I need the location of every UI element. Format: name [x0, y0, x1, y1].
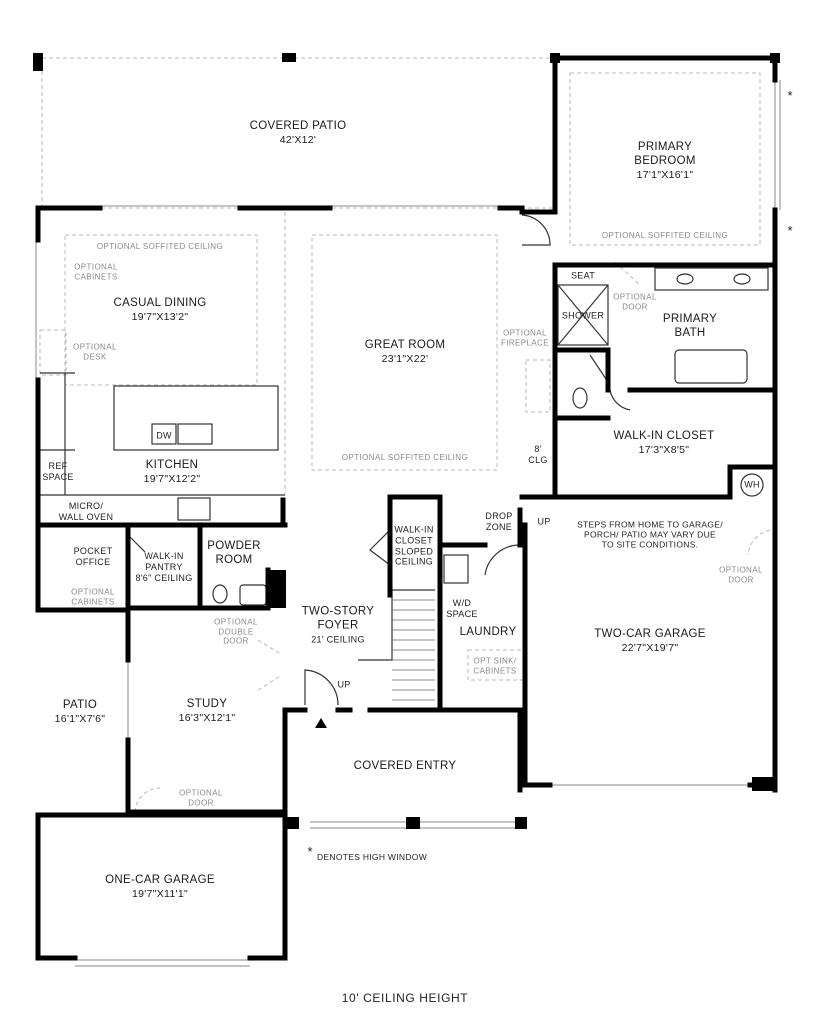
- two-story-foyer-label: TWO-STORY FOYER 21' CEILING: [301, 605, 375, 644]
- posts: [33, 53, 780, 829]
- study-optional-door: [134, 787, 161, 813]
- bedroom-door-swing: [521, 214, 551, 246]
- great-room-soffit-label: OPTIONAL SOFFITED CEILING: [341, 453, 469, 463]
- patio-label: PATIO 16'1"X7'6": [54, 698, 106, 725]
- kitchen-island: [113, 385, 279, 451]
- dishwasher: [151, 423, 177, 445]
- bath-sink-2: [733, 273, 751, 285]
- bath-toilet: [572, 387, 588, 409]
- steps-note: STEPS FROM HOME TO GARAGE/ PORCH/ PATIO …: [577, 519, 723, 551]
- ceiling-8-label: 8'CLG: [528, 444, 548, 465]
- laundry-label: LAUNDRY: [459, 626, 517, 639]
- covered-patio-label: COVERED PATIO 42'X12': [249, 119, 347, 146]
- dining-soffit: [64, 234, 258, 386]
- seat-label: SEAT: [570, 270, 596, 281]
- opt-sink-cabinets-label: OPT SINK/CABINETS: [473, 656, 517, 675]
- dining-soffit-label: OPTIONAL SOFFITED CEILING: [96, 242, 224, 252]
- garage-door-swing: [484, 544, 521, 576]
- high-window-marker-1: *: [787, 88, 793, 104]
- casual-dining-label: CASUAL DINING 19'7"X13'2": [113, 296, 207, 323]
- dw-label: DW: [156, 430, 172, 441]
- sink: [177, 423, 213, 445]
- garage-up-label: UP: [537, 516, 551, 527]
- closet-door-swing: [609, 389, 631, 411]
- water-heater: [740, 473, 764, 497]
- entry-arrow: [315, 718, 327, 728]
- bedroom-soffit: [569, 72, 761, 246]
- washer-dryer-outline: [443, 554, 469, 584]
- kitchen-label: KITCHEN 19'7"X12'2": [143, 458, 201, 485]
- walk-in-pantry-label: WALK-IN PANTRY 8'6" CEILING: [135, 550, 193, 583]
- bedroom-soffit-label: OPTIONAL SOFFITED CEILING: [601, 231, 729, 241]
- high-window-marker-2: *: [787, 223, 793, 239]
- shower-stall: [557, 284, 609, 346]
- great-room-label: GREAT ROOM 23'1"X22': [364, 338, 446, 365]
- study-double-door: [257, 639, 283, 691]
- shower-label: SHOWER: [561, 310, 605, 321]
- one-car-garage-label: ONE-CAR GARAGE 19'7"X11'1": [105, 873, 215, 900]
- covered-entry-label: COVERED ENTRY: [353, 760, 457, 773]
- primary-bedroom-label: PRIMARY BEDROOM 17'1"X16'1": [634, 140, 696, 181]
- bath-optional-door: [614, 261, 641, 286]
- entry-door-swing: [304, 669, 339, 706]
- walk-in-closet-sloped-label: WALK-IN CLOSET SLOPED CEILING: [394, 524, 434, 567]
- fireplace-outline: [525, 359, 551, 413]
- great-room-soffit: [311, 234, 498, 471]
- ceiling-height-caption: 10' CEILING HEIGHT: [341, 990, 469, 1005]
- walls: [35, 55, 778, 961]
- micro-wall-oven-label: MICRO/WALL OVEN: [58, 501, 114, 522]
- high-window-star: *: [307, 844, 313, 860]
- vanity: [654, 267, 769, 291]
- optional-double-door-label: OPTIONAL DOUBLE DOOR: [214, 617, 258, 646]
- bath-sink-1: [676, 273, 694, 285]
- foyer-up-label: UP: [337, 679, 351, 690]
- wh-label: WH: [744, 479, 760, 490]
- powder-sink: [239, 584, 267, 606]
- garage-optional-door: [747, 529, 771, 556]
- powder-toilet: [212, 584, 228, 604]
- bathtub: [674, 349, 748, 384]
- thin-lines: [35, 57, 781, 967]
- optional-desk-outline: [39, 329, 67, 376]
- study-label: STUDY 16'3"X12'1": [178, 697, 236, 724]
- cooktop: [177, 497, 211, 521]
- two-car-garage-label: TWO-CAR GARAGE 22'7"X19'7": [594, 627, 706, 654]
- high-window-note: DENOTES HIGH WINDOW: [316, 851, 428, 862]
- walk-in-closet-label: WALK-IN CLOSET 17'3"X8'5": [613, 429, 715, 456]
